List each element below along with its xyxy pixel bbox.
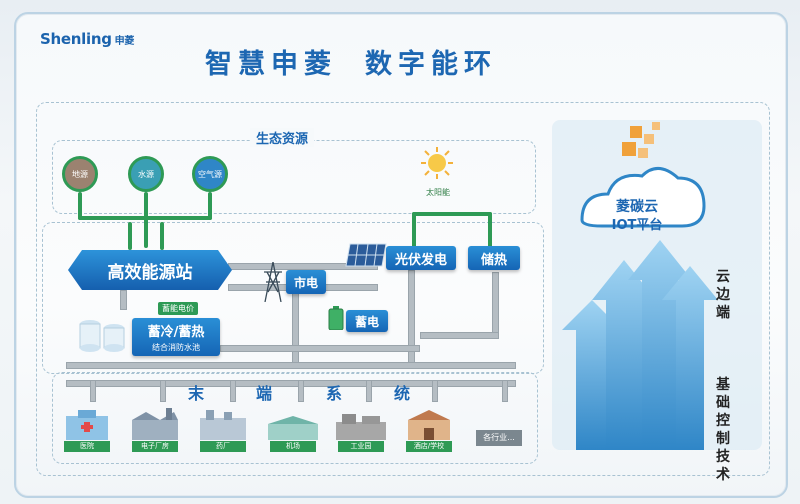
pipe-station-in-2: [160, 222, 164, 250]
edge-label: 云边端: [716, 269, 730, 321]
cloud-subtitle: IOT平台: [611, 218, 663, 233]
pipe-heat-down: [492, 272, 499, 338]
grid-node: 市电: [286, 270, 326, 294]
pipe-drop-4: [298, 380, 304, 402]
terminal-label-hotel-school: 酒店/学校: [406, 441, 452, 452]
airport-icon: [268, 416, 318, 440]
page-title: 智慧申菱数字能环: [205, 42, 497, 81]
pipe-water: [144, 192, 148, 248]
brand-name-cn: 申菱: [114, 36, 135, 47]
terminal-label-airport: 机场: [270, 441, 316, 452]
pipe-solar-heat: [488, 212, 492, 248]
cold-storage-node: 蓄冷/蓄热 结合消防水池: [132, 318, 220, 356]
brand-name: Shenling: [40, 30, 112, 48]
cold-storage-label: 蓄冷/蓄热: [147, 325, 205, 340]
terminal-label-electronics: 电子厂房: [132, 441, 178, 452]
pipe-drop-6: [432, 380, 438, 402]
title-part-1: 智慧申菱: [205, 49, 337, 80]
resource-label-air: 空气源: [198, 169, 222, 179]
system-boundary: [36, 102, 770, 476]
terminal-boundary: [52, 372, 538, 464]
air-icon: 空气源: [192, 156, 228, 192]
pipe-earth: [78, 192, 82, 220]
cloud-platform-graphic: [552, 120, 762, 450]
pipe-drop-1: [90, 380, 96, 402]
battery-label: 蓄电: [354, 314, 379, 329]
industrial-park-icon: [336, 414, 386, 440]
pipe-station-in-1: [128, 222, 132, 250]
resources-section-label: 生态资源: [250, 128, 315, 147]
terminal-electronics: 电子厂房: [126, 408, 184, 452]
resource-label-earth: 地源: [72, 169, 88, 179]
water-icon: 水源: [128, 156, 164, 192]
terminal-hotel-school: 酒店/学校: [400, 408, 458, 452]
pipe-drop-3: [230, 380, 236, 402]
pipe-resource-header: [78, 216, 212, 220]
storage-tank-icon: [79, 320, 125, 352]
pipe-solar: [412, 212, 492, 216]
battery-node: 蓄电: [346, 310, 388, 332]
terminal-label-industrial-park: 工业园: [338, 441, 384, 452]
cold-storage-sublabel: 结合消防水池: [152, 343, 200, 352]
price-tag: 蓄能电价: [158, 302, 198, 315]
terminal-label-2: 端: [256, 384, 273, 403]
pipe-solar-pv: [412, 212, 416, 248]
resources-boundary: [52, 140, 536, 214]
hospital-icon: [66, 410, 108, 440]
terminal-others: 各行业...: [470, 408, 528, 452]
control-label: 基础控制技术: [716, 377, 730, 483]
factory-icon: [132, 408, 178, 440]
terminal-label-others: 各行业...: [476, 430, 522, 446]
heat-node: 储热: [468, 246, 520, 270]
pv-label: 光伏发电: [394, 252, 447, 268]
terminal-label-pharma: 药厂: [200, 441, 246, 452]
energy-boundary: [42, 222, 544, 374]
pipe-station-cold: [120, 290, 127, 310]
earth-icon: 地源: [62, 156, 98, 192]
grid-label: 市电: [293, 275, 318, 290]
sun-icon: [421, 147, 453, 179]
pipe-air: [208, 192, 212, 220]
terminal-label-4: 统: [394, 384, 411, 403]
heat-label: 储热: [480, 252, 507, 268]
pipe-drop-5: [366, 380, 372, 402]
school-icon: [408, 410, 450, 440]
pipe-drop-2: [160, 380, 166, 402]
battery-icon: [328, 306, 344, 330]
pipe-main-return: [66, 380, 516, 387]
solar-label: 太阳能: [426, 188, 450, 197]
terminal-airport: 机场: [264, 408, 322, 452]
terminal-pharma: 药厂: [194, 408, 252, 452]
terminal-label-1: 末: [188, 384, 205, 403]
solar-panel-icon: [345, 243, 387, 267]
station-label: 高效能源站: [107, 262, 193, 283]
pipe-heat-link: [420, 332, 499, 339]
terminal-industrial-park: 工业园: [332, 408, 390, 452]
power-tower-icon: [264, 262, 282, 302]
terminal-label-hospital: 医院: [64, 441, 110, 452]
pipe-main-distribution: [66, 362, 516, 369]
terminal-hospital: 医院: [58, 408, 116, 452]
resource-label-water: 水源: [138, 169, 154, 179]
title-part-2: 数字能环: [365, 49, 497, 80]
pharma-plant-icon: [200, 410, 246, 440]
pipe-drop-7: [502, 380, 508, 402]
station-banner: [68, 250, 232, 290]
cloud-title: 菱碳云: [616, 199, 658, 215]
pipe-cold-link: [220, 345, 420, 352]
terminal-label-3: 系: [326, 384, 343, 403]
pv-node: 光伏发电: [386, 246, 456, 270]
